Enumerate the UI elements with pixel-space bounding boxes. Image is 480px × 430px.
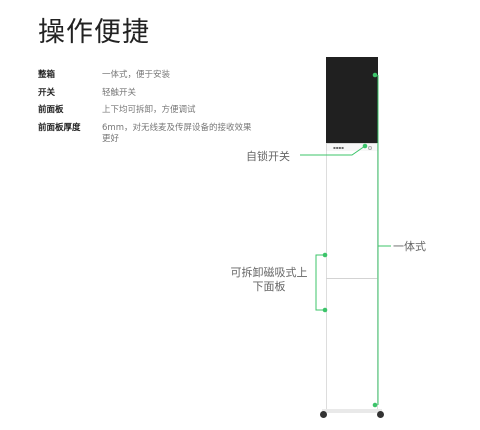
callout-self-locking-switch: 自锁开关 bbox=[246, 150, 290, 163]
panel-bracket bbox=[315, 254, 325, 311]
spec-value: 上下均可拆卸，方便调试 bbox=[102, 105, 196, 115]
page-title: 操作便捷 bbox=[38, 17, 150, 48]
spec-label: 开关 bbox=[38, 88, 56, 98]
spec-label: 整箱 bbox=[38, 70, 56, 80]
spec-value: 轻触开关 bbox=[102, 88, 137, 98]
callout-magnetic-panel: 可拆卸磁吸式上下面板 bbox=[230, 266, 308, 293]
switch-bar-marking: ▪▪▪▪ bbox=[333, 145, 344, 150]
panel-seam bbox=[326, 278, 378, 279]
spec-label: 前面板厚度 bbox=[38, 123, 81, 133]
spec-value: 6mm，对无线麦及传屏设备的接收效果更好 bbox=[102, 123, 252, 144]
callout-one-piece: 一体式 bbox=[393, 240, 426, 253]
spec-value: 一体式，便于安装 bbox=[102, 70, 171, 80]
wheel-right-icon bbox=[377, 411, 384, 418]
one-piece-bottom-dot bbox=[372, 402, 378, 408]
power-switch-icon bbox=[368, 146, 372, 150]
wheel-left-icon bbox=[320, 411, 327, 418]
spec-label: 前面板 bbox=[38, 105, 64, 115]
one-piece-top-dot bbox=[372, 72, 378, 78]
device-base bbox=[322, 409, 382, 413]
panel-top-dot bbox=[322, 252, 328, 258]
panel-bottom-dot bbox=[322, 307, 328, 313]
switch-leader bbox=[300, 145, 366, 156]
device-screen bbox=[326, 57, 378, 143]
switch-dot bbox=[362, 143, 368, 149]
device-body bbox=[326, 151, 378, 410]
